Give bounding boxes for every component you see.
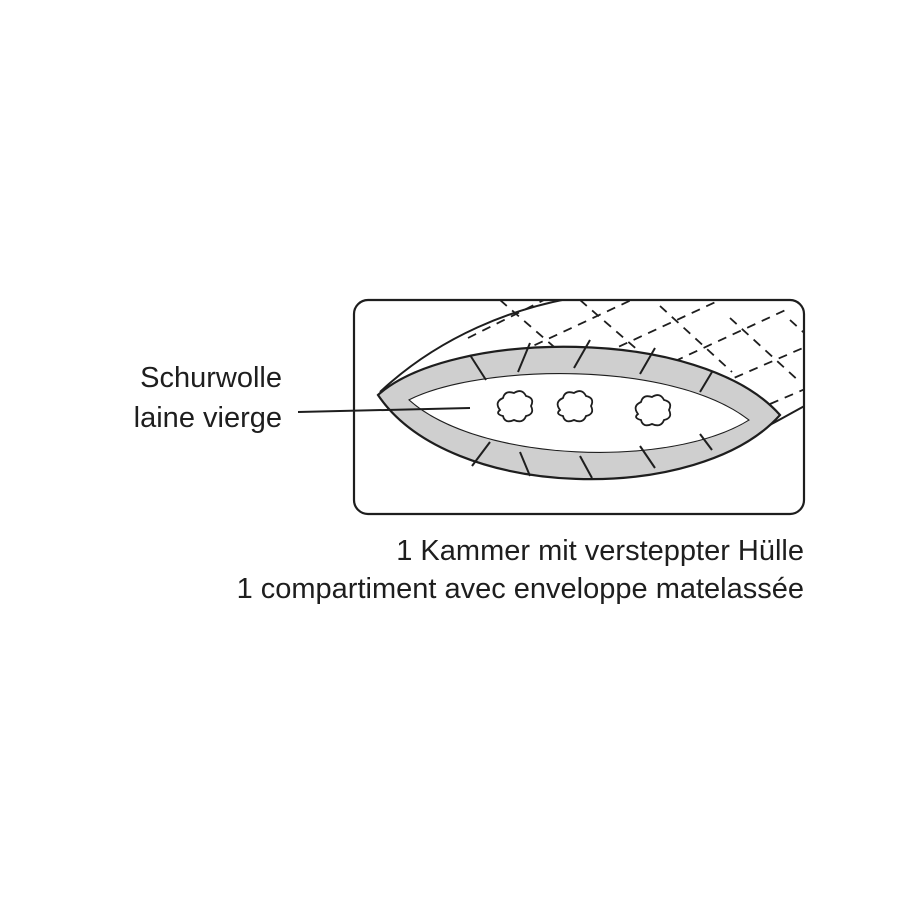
callout-label-french: laine vierge bbox=[133, 402, 282, 434]
callout-label-german: Schurwolle bbox=[140, 362, 282, 394]
wool-tuft-icon bbox=[496, 390, 534, 423]
wool-tuft-icons bbox=[496, 390, 672, 427]
quilting-stitch-pattern bbox=[467, 300, 804, 405]
wool-tuft-icon bbox=[556, 390, 594, 423]
quilted-pillow-background bbox=[379, 300, 804, 431]
caption-german: 1 Kammer mit versteppter Hülle bbox=[396, 535, 804, 567]
pillow-outline-top bbox=[379, 300, 804, 393]
caption-french: 1 compartiment avec enveloppe matelassée bbox=[236, 573, 804, 605]
callout-leader-line bbox=[297, 407, 471, 413]
caption-block: 1 Kammer mit versteppter Hülle 1 compart… bbox=[237, 532, 804, 608]
wool-tuft-icon bbox=[634, 394, 672, 427]
callout-label-block: Schurwolle laine vierge bbox=[134, 358, 282, 438]
casing-quilting-seams bbox=[469, 339, 713, 479]
